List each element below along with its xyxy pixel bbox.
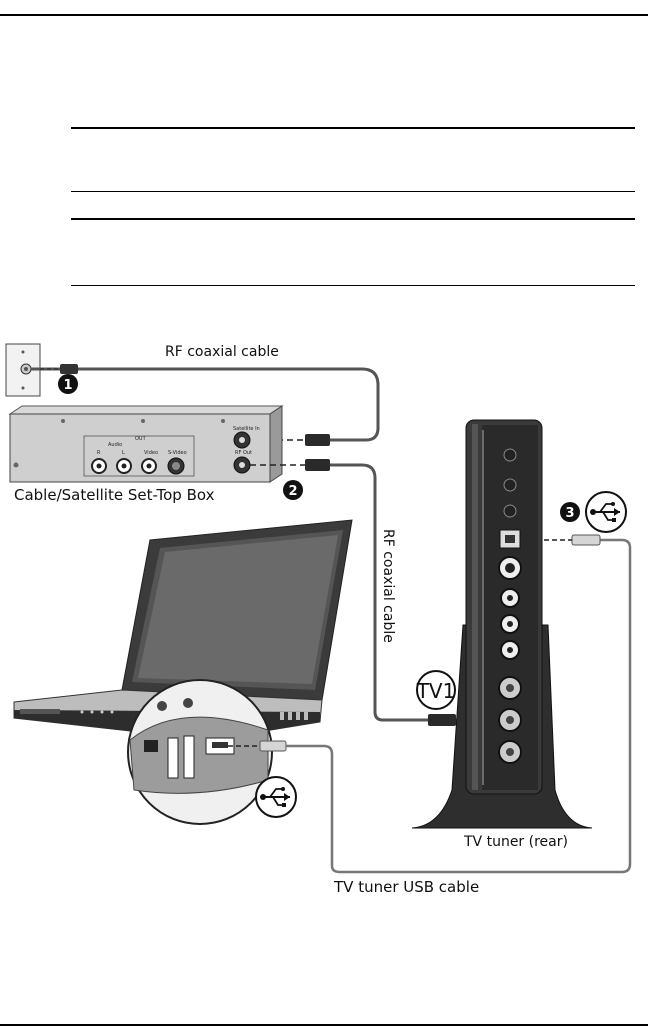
box-port-video-label: Video [144,450,158,456]
callout-1-marker [58,374,78,394]
box-port-r-label: R [97,450,101,456]
tv-tuner [411,419,593,829]
usb-icon [585,491,627,533]
box-out-label: OUT [135,436,147,442]
tv1-badge: TV1 [416,679,456,703]
set-top-box-label: Cable/Satellite Set-Top Box [14,486,215,504]
top-rule [0,14,648,16]
box-port-svideo-label: S-Video [168,450,187,456]
rf-cable-side-label: RF coaxial cable [380,529,396,643]
set-top-box: OUT Audio R L Video S-Video Satellite In… [8,405,284,483]
callout-3: 3 [565,506,574,521]
laptop-port-zoom [127,679,273,825]
callout-2: 2 [288,484,297,499]
box-audio-label: Audio [108,442,122,448]
note-rule-2 [71,191,635,192]
usb-cable [286,538,632,874]
usb-icon [255,776,297,818]
bottom-rule [0,1024,648,1026]
note-rule-1 [71,127,635,129]
note-rule-3 [71,218,635,220]
box-rf-out-label: RF Out [235,450,252,456]
tv1-badge-circle [416,670,456,710]
tv-tuner-label: TV tuner (rear) [464,834,568,850]
callout-3-marker [560,502,580,522]
note-rule-4 [71,285,635,286]
callout-1: 1 [63,378,72,393]
box-port-l-label: L [122,450,125,456]
box-satellite-in-label: Satellite In [233,426,260,432]
rf-cable-top-label: RF coaxial cable [165,344,279,360]
usb-cable-label: TV tuner USB cable [334,878,480,896]
callout-2-marker [283,480,303,500]
rf-cable-side [330,463,428,722]
